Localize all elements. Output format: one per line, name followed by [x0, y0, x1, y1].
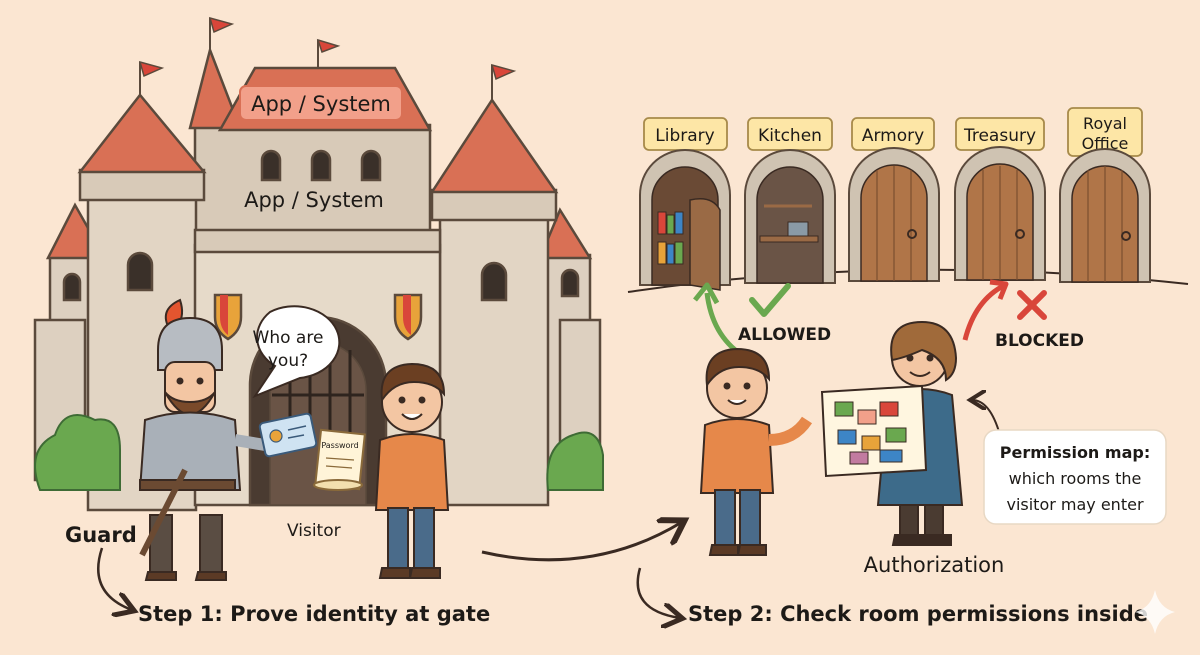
room-armory: Armory [849, 118, 939, 281]
visitor-inside-figure [701, 349, 807, 555]
room-treasury-label: Treasury [963, 126, 1036, 146]
allowed-arrow [707, 293, 742, 355]
guard-label: Guard [65, 523, 137, 547]
speech-line-2: you? [268, 351, 308, 371]
step2-label: Step 2: Check room permissions inside [688, 602, 1148, 626]
window-icon [262, 151, 280, 180]
sparkle-icon [1135, 590, 1175, 634]
room-library: Library [640, 118, 730, 290]
armor-icon [140, 413, 240, 491]
authorization-label: Authorization [864, 553, 1005, 577]
room-kitchen-label: Kitchen [758, 126, 822, 146]
right-tower-roof [432, 100, 556, 192]
check-icon [752, 286, 788, 314]
connector-arrow [482, 522, 682, 560]
permission-note-title: Permission map: [1000, 443, 1150, 462]
castle-banner-label: App / System [251, 92, 391, 116]
room-armory-label: Armory [862, 126, 924, 146]
window-icon [64, 274, 80, 300]
visitor-label: Visitor [287, 521, 341, 541]
castle-wall-label: App / System [244, 188, 384, 212]
window-icon [482, 263, 506, 300]
allowed-label: ALLOWED [738, 325, 831, 345]
flag-icon [492, 65, 514, 79]
step2-arrow [638, 568, 680, 618]
window-icon [312, 151, 330, 180]
password-scroll-icon: Password [314, 430, 365, 490]
flag-icon [210, 18, 232, 32]
room-treasury: Treasury [955, 118, 1045, 280]
left-tower-roof [80, 95, 204, 172]
x-icon [1020, 293, 1044, 317]
step1-arrow [98, 548, 132, 610]
room-kitchen: Kitchen [745, 118, 835, 283]
blocked-label: BLOCKED [995, 331, 1084, 351]
permission-note-line-1: which rooms the [1009, 469, 1142, 488]
speech-line-1: Who are [253, 328, 324, 348]
room-royal-office: Royal Office [1060, 108, 1150, 282]
room-library-label: Library [655, 126, 714, 146]
flag-icon [140, 62, 162, 76]
step1-label: Step 1: Prove identity at gate [138, 602, 490, 626]
window-icon [362, 151, 380, 180]
visitor-figure [376, 364, 448, 578]
pot-icon [788, 222, 808, 236]
scroll-label: Password [321, 441, 358, 450]
permission-map-icon [822, 386, 926, 476]
flag-icon [318, 40, 338, 52]
permission-note-line-2: visitor may enter [1006, 495, 1143, 514]
window-icon [128, 253, 152, 290]
room-royal-office-label-1: Royal [1083, 114, 1127, 133]
window-icon [562, 270, 578, 296]
right-tower [440, 205, 548, 505]
open-door-icon [690, 199, 720, 290]
